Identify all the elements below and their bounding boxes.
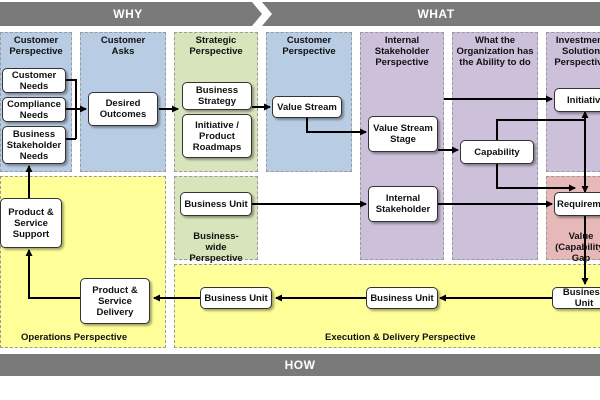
business-unit-strategic-box: Business Unit — [180, 192, 252, 216]
lane-title: What the Organization has the Ability to… — [456, 35, 534, 68]
internal-stakeholder-box: Internal Stakeholder — [368, 186, 438, 222]
arrow-capability-to-initiative — [496, 111, 589, 140]
requirement-box: Requirement — [554, 192, 600, 216]
lane-title: Internal Stakeholder Perspective — [374, 35, 430, 68]
value-stream-stage-box: Value Stream Stage — [368, 116, 438, 152]
business-unit-exec-left-box: Business Unit — [200, 287, 272, 309]
desired-outcomes-box: Desired Outcomes — [88, 92, 158, 126]
business-unit-exec-right-box: Business Unit — [552, 287, 600, 309]
lane-title: Execution & Delivery Perspective — [325, 332, 476, 343]
arrow-needs-to-outcomes — [66, 79, 86, 140]
why-banner: WHY — [113, 7, 143, 21]
lane-title: Customer Asks — [100, 35, 146, 57]
value-stream-box: Value Stream — [272, 96, 342, 118]
lane-title: Strategic Perspective — [189, 35, 243, 57]
business-unit-exec-mid-box: Business Unit — [366, 287, 438, 309]
customer-needs-box: Customer Needs — [2, 68, 66, 93]
initiative-roadmaps-box: Initiative / Product Roadmaps — [182, 114, 252, 158]
lane-business-wide: Business-wide Perspective — [174, 176, 258, 264]
lane-title: Business-wide Perspective — [189, 231, 243, 264]
lane-title: Customer Perspective — [9, 35, 63, 57]
lane-title: Customer Perspective — [282, 35, 336, 57]
capability-box: Capability — [460, 140, 534, 164]
initiative-box: Initiative — [554, 88, 600, 112]
lane-title: Operations Perspective — [21, 332, 128, 343]
what-banner-shape — [262, 2, 600, 26]
arrow-valuestream-to-stage — [306, 118, 367, 136]
business-strategy-box: Business Strategy — [182, 82, 252, 110]
how-banner: HOW — [284, 358, 316, 372]
compliance-needs-box: Compliance Needs — [2, 97, 66, 122]
what-banner: WHAT — [417, 7, 455, 21]
lane-title: Investment Solution Perspective — [554, 35, 600, 68]
arrow-capability-to-requirement — [496, 164, 576, 192]
product-service-support-box: Product & Service Support — [0, 198, 62, 248]
business-stakeholder-needs-box: Business Stakeholder Needs — [2, 126, 66, 164]
arrow-delivery-to-support — [25, 249, 80, 299]
how-banner-shape — [0, 354, 600, 376]
why-banner-shape — [0, 2, 262, 26]
product-service-delivery-box: Product & Service Delivery — [80, 278, 150, 324]
